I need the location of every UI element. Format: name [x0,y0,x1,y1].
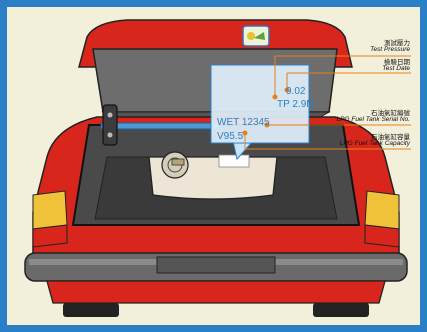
right-tail-light [364,190,400,230]
capacity-value: V95.5 [217,131,244,142]
right-tyre [313,303,369,317]
serial-value: WET 12345 [217,117,270,128]
leader-lines [242,55,411,150]
license-plate [156,256,276,274]
callout-box [210,64,310,144]
car-trunk-illustration [24,19,411,317]
serial-label: 石油氣缸編號 LPG Fuel Tank Serial No. [336,109,410,123]
test-date-label: 檢驗日期 Test Date [382,58,410,72]
test-pressure-value: TP 2.9M [277,99,315,110]
capacity-label: 石油氣缸容量 LPG Fuel Tank Capacity [339,133,410,147]
tank-data-plate [218,154,250,168]
lid-strut [100,122,220,130]
test-date-value: 9.02 [286,86,306,97]
left-tyre [63,303,119,317]
inspection-sticker-icon [242,25,270,47]
lpg-tank-icon [161,151,189,179]
test-pressure-label: 測試壓力 Test Pressure [370,39,410,53]
left-tail-light [32,190,68,230]
